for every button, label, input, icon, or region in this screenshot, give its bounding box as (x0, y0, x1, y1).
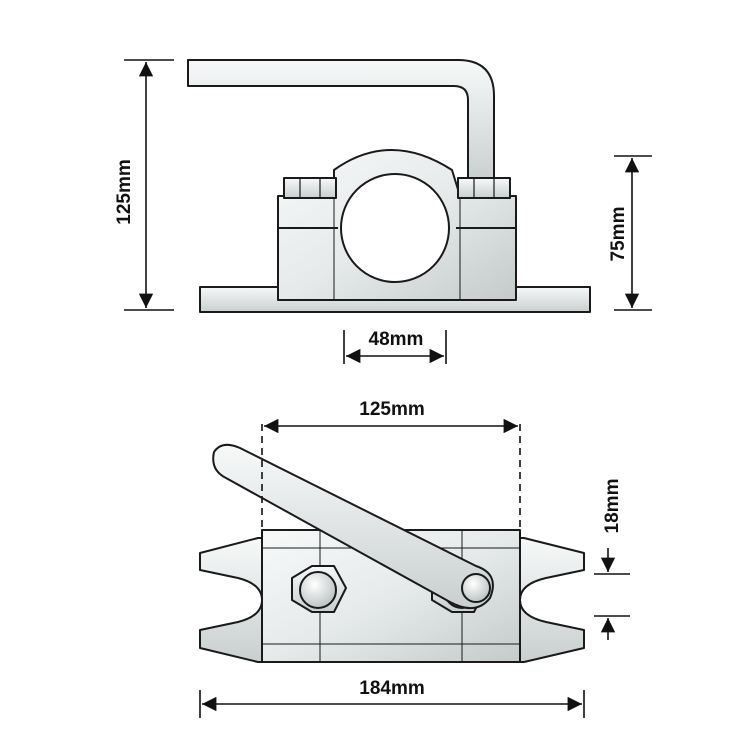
dimension-height-clamp (614, 155, 652, 311)
slot-width-label: 18mm (602, 479, 623, 534)
height-total-label: 125mm (114, 159, 135, 225)
overall-length-label: 184mm (359, 678, 425, 699)
top-view (199, 443, 585, 663)
bolt-icon (291, 565, 347, 613)
base-plate-top-right (519, 537, 585, 663)
base-plate-top (199, 537, 263, 663)
side-view (187, 59, 591, 313)
dimension-slot-width (594, 548, 630, 640)
dimension-height-total (124, 59, 174, 311)
height-clamp-label: 75mm (608, 207, 629, 262)
bore-hole (340, 173, 450, 283)
dimension-bore-width (343, 330, 447, 364)
bore-width-label: 48mm (369, 329, 424, 350)
dimension-overall-length (199, 690, 585, 718)
nut-icon (283, 177, 337, 199)
hole-spacing-label: 125mm (359, 399, 425, 420)
handle-rod (187, 59, 495, 183)
handle-rod-top (212, 443, 494, 609)
dimension-hole-spacing (261, 418, 521, 540)
nut-icon (457, 177, 511, 199)
